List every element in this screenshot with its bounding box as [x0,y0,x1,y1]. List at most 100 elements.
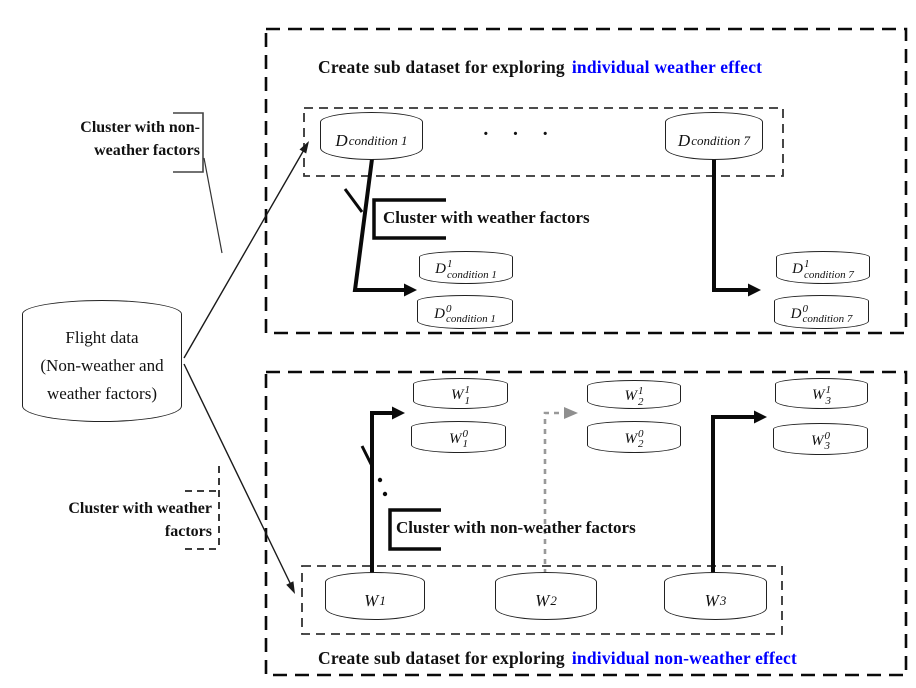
math-base: D [677,131,691,150]
outer-top-dashed-box [264,27,908,335]
math-base: W [535,591,550,610]
math-sub: 1 [462,438,469,450]
inner-top-dashed-box [303,107,784,177]
label-cluster-non-weather-pointer: Cluster with non- weather factors [30,116,200,162]
cylinder-flight-data: Flight data (Non-weather and weather fac… [22,300,182,422]
math-base: W [704,591,719,610]
label-cluster-weather-pointer: Cluster with weather factors [36,497,212,543]
cylinder-body [495,582,597,620]
arrowhead-w2-gray-icon [564,407,578,419]
math-sup: 1 [464,384,471,396]
math-base: D [434,305,446,322]
math-sup: 0 [446,302,452,315]
flight-data-line: (Non-weather and [40,356,164,375]
arrowhead-up-diagonal-icon [299,141,309,154]
arrow-flightdata-to-weather-subsets [183,147,306,359]
arrowhead-dcondition7-icon [748,283,761,297]
bottom-box-title-black: Create sub dataset for exploring [318,648,565,668]
arrowhead-down-diagonal-icon [286,581,295,594]
math-base: D [435,261,447,277]
label-line: Cluster with weather [68,500,212,517]
cylinder-body [776,257,870,284]
top-box-title-blue: individual weather effect [571,57,763,77]
cylinder-body [320,122,423,160]
math-base: W [364,591,379,610]
outer-bottom-dashed-box [264,370,908,677]
math-sup: 0 [638,427,644,440]
bracket-cluster-weather-pointer-dashed [185,466,220,550]
math-sup: 1 [447,258,453,270]
label-cluster-non-weather-inline: Cluster with non-weather factors [396,518,636,537]
ellipsis-dot-icon [377,477,383,483]
math-sup: 1 [804,258,810,270]
bottom-box-title: Create sub dataset for exploring individu… [318,648,797,669]
math-sub: condition 1 [447,268,497,281]
math-base: W [624,430,638,447]
tick-on-w1-line-icon [360,445,374,467]
math-sup: 1 [638,385,644,397]
math-sup: 0 [824,429,831,442]
arrowhead-w3-icon [754,410,767,424]
cylinder-body [325,582,425,620]
math-base: W [449,430,462,447]
math-base: W [451,387,464,403]
arrow-w3-to-outputs [711,415,754,574]
math-sub: 3 [824,440,831,452]
label-cluster-weather-inline: Cluster with weather factors [383,208,590,227]
math-base: D [335,131,348,150]
cylinder-body [665,122,763,160]
math-sub: condition 7 [804,268,854,281]
math-base: W [812,387,825,403]
leader-line-top-left [203,157,223,254]
math-base: W [811,432,824,449]
arrow-dcondition1-to-outputs [352,158,404,292]
math-sub: 1 [464,394,471,407]
label-line: factors [164,523,212,540]
flight-data-line: weather factors) [47,384,157,403]
arrow-flightdata-to-nonweather-subsets [183,363,292,586]
math-base: W [624,388,638,404]
math-sub: 2 [638,438,644,450]
bottom-box-title-blue: individual non-weather effect [571,648,798,668]
cylinder-body [587,427,681,453]
cylinder-body [774,301,869,329]
arrow-dcondition7-to-outputs [712,157,748,292]
cylinder-body [775,384,868,409]
math-base: D [792,261,804,277]
math-sub: condition 7 [802,313,853,325]
cylinder-body [419,257,513,284]
math-sub: 1 [379,593,386,608]
math-sub: condition 7 [691,133,751,148]
math-sup: 0 [462,427,469,440]
bracket-cluster-non-weather-inline [388,508,441,551]
cylinder-body [773,429,868,455]
bracket-cluster-non-weather-pointer [173,112,204,173]
cylinder-body [587,386,681,409]
